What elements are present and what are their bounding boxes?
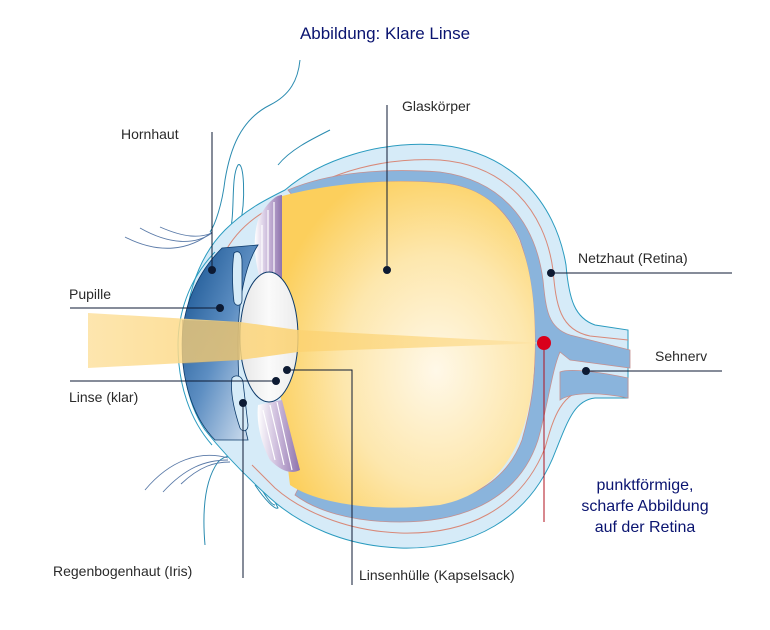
light-beam — [88, 313, 544, 368]
optic-nerve — [559, 370, 629, 401]
focus-note-line-1: punktförmige, — [596, 477, 694, 494]
label-linse: Linse (klar) — [69, 389, 139, 405]
ciliary-body-upper — [254, 195, 282, 285]
choroid-line — [251, 159, 629, 534]
label-sehnerv: Sehnerv — [655, 348, 708, 364]
label-glaskoerper: Glaskörper — [402, 98, 471, 114]
iris-upper — [232, 251, 243, 306]
label-pupille: Pupille — [69, 286, 112, 302]
focus-point-icon — [537, 336, 551, 350]
leader-lines — [70, 105, 732, 585]
label-linsenhuelle: Linsenhülle (Kapselsack) — [359, 567, 515, 583]
upper-lashes-icon — [124, 226, 213, 249]
retina — [287, 170, 631, 523]
lower-lashes-icon — [144, 454, 231, 493]
focus-note-line-2: scharfe Abbildung — [581, 498, 709, 515]
focus-note-line-3: auf der Retina — [594, 519, 696, 536]
focus-note: punktförmige, scharfe Abbildung auf der … — [545, 475, 745, 538]
ciliary-body-lower — [257, 400, 300, 472]
label-iris: Regenbogenhaut (Iris) — [53, 563, 193, 579]
diagram-title: Abbildung: Klare Linse — [299, 24, 471, 43]
beam-cornea-overlap — [182, 320, 240, 364]
label-netzhaut: Netzhaut (Retina) — [578, 250, 688, 266]
label-hornhaut: Hornhaut — [121, 126, 179, 142]
